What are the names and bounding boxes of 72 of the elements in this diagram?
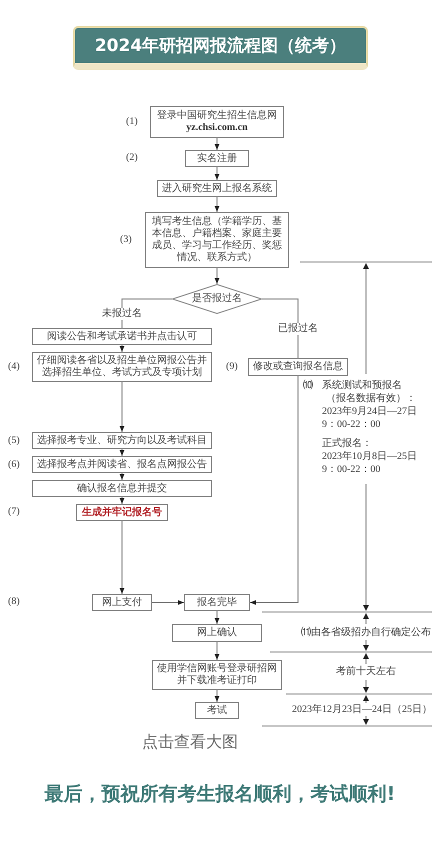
process-box xyxy=(32,456,212,473)
arrow xyxy=(214,166,220,180)
timeline-note: 2023年9月24日—27日 xyxy=(322,406,417,418)
title-banner: 2024年研招网报流程图（统考） xyxy=(73,26,368,70)
timeline-note: 考前十天左右 xyxy=(335,666,397,678)
arrow xyxy=(120,496,124,504)
step-text: 实名注册 xyxy=(197,152,237,164)
step-number: (3) xyxy=(120,234,132,246)
arrow xyxy=(214,138,220,150)
process-box xyxy=(92,594,152,611)
step-text: 使用学信网账号登录研招网并下载准考证打印 xyxy=(156,663,278,687)
step-text: 网上支付 xyxy=(102,596,142,608)
process-box xyxy=(185,150,249,167)
arrow xyxy=(152,600,184,605)
step-text: 阅读公告和考试承诺书并点击认可 xyxy=(47,330,197,342)
process-box xyxy=(184,594,250,611)
step-number: (6) xyxy=(8,458,20,470)
step-number: (9) xyxy=(226,361,238,373)
step-text: 网上确认 xyxy=(197,627,237,639)
step-number: (5) xyxy=(8,434,20,446)
timeline-note: 9：00-22：00 xyxy=(322,464,380,476)
arrow xyxy=(120,472,124,480)
timeline-note: ⑾由各省级招办自行确定公布 xyxy=(300,627,432,639)
decision-text: 是否报过名 xyxy=(192,293,242,305)
arrow xyxy=(120,382,124,432)
arrow xyxy=(120,520,124,594)
arrow xyxy=(250,376,298,605)
process-box xyxy=(150,106,284,138)
arrow xyxy=(214,690,220,702)
step-text: 进入研究生网上报名系统 xyxy=(162,182,272,194)
process-box xyxy=(157,180,277,197)
timeline-note: 9：00-22：00 xyxy=(322,419,380,431)
step-text: 考试 xyxy=(207,704,227,716)
closing-message: 最后，预祝所有考生报名顺利，考试顺利! xyxy=(44,782,396,806)
hint-text: 点击查看大图 xyxy=(141,732,239,752)
step-text: 仔细阅读各省以及招生单位网报公告并选择招生单位、考试方式及专项计划 xyxy=(36,355,208,379)
process-box xyxy=(32,480,212,497)
process-box xyxy=(172,624,262,642)
process-box xyxy=(195,702,239,719)
decision-diamond xyxy=(172,284,262,314)
step-text: 生成并牢记报名号 xyxy=(82,506,162,518)
timeline-note: 正式报名： xyxy=(322,438,372,450)
process-box xyxy=(145,212,289,268)
step-text: 修改或查询报名信息 xyxy=(253,361,343,373)
arrow xyxy=(120,344,124,352)
step-text: 填写考生信息（学籍学历、基本信息、户籍档案、家庭主要成员、学习与工作经历、奖惩情况、联系方式） xyxy=(151,216,283,264)
step-text: 报名完毕 xyxy=(197,596,237,608)
step-text: yz.chsi.com.cn xyxy=(186,122,248,134)
step-text: 选择报考点并阅读省、报名点网报公告 xyxy=(37,458,207,470)
step-number: (2) xyxy=(126,152,138,164)
step-text: 选择报考专业、研究方向以及考试科目 xyxy=(37,434,207,446)
process-box xyxy=(248,358,348,376)
callout-number: ⑽ xyxy=(303,380,313,392)
arrow xyxy=(214,268,220,284)
step-number: (1) xyxy=(126,116,138,128)
step-text: 确认报名信息并提交 xyxy=(77,482,167,494)
timeline-note: 2023年12月23日—24日（25日） xyxy=(291,704,433,716)
step-text: 登录中国研究生招生信息网 xyxy=(157,110,277,122)
timeline-note: （报名数据有效）： xyxy=(326,393,416,405)
arrow xyxy=(120,448,124,456)
timeline-note: 系统测试和预报名 xyxy=(322,380,402,392)
connector-line xyxy=(262,298,298,358)
process-box xyxy=(76,504,168,521)
step-number: (7) xyxy=(8,506,20,518)
process-box xyxy=(32,432,212,449)
arrow xyxy=(214,610,220,624)
step-number: (8) xyxy=(8,596,20,608)
arrow xyxy=(214,642,220,660)
timeline-note: 2023年10月8日—25日 xyxy=(322,451,417,463)
arrow xyxy=(214,196,220,212)
step-number: (4) xyxy=(8,361,20,373)
process-box xyxy=(32,328,212,345)
